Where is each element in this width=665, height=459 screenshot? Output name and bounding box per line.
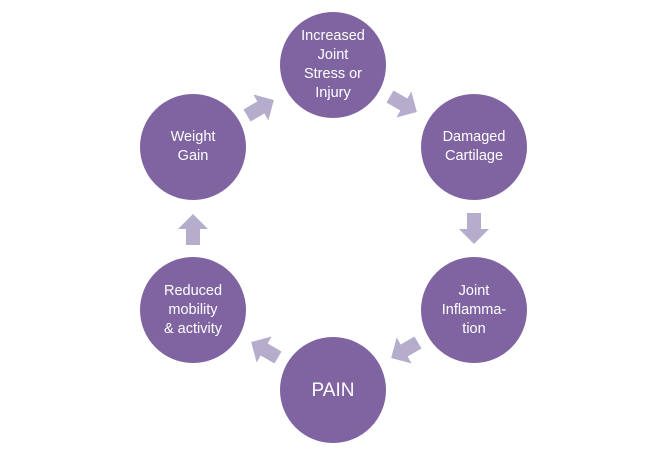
arrow-weight-to-stress	[243, 94, 274, 122]
arrow-inflammation-to-pain	[391, 336, 422, 364]
arrow-pain-to-mobility	[251, 336, 282, 364]
node-pain: PAIN	[280, 337, 386, 443]
arrow-stress-to-cartilage	[386, 90, 417, 118]
arrow-cartilage-to-inflammation	[459, 213, 489, 244]
node-pain-label: PAIN	[311, 379, 355, 401]
arrow-mobility-to-weight	[178, 214, 208, 245]
